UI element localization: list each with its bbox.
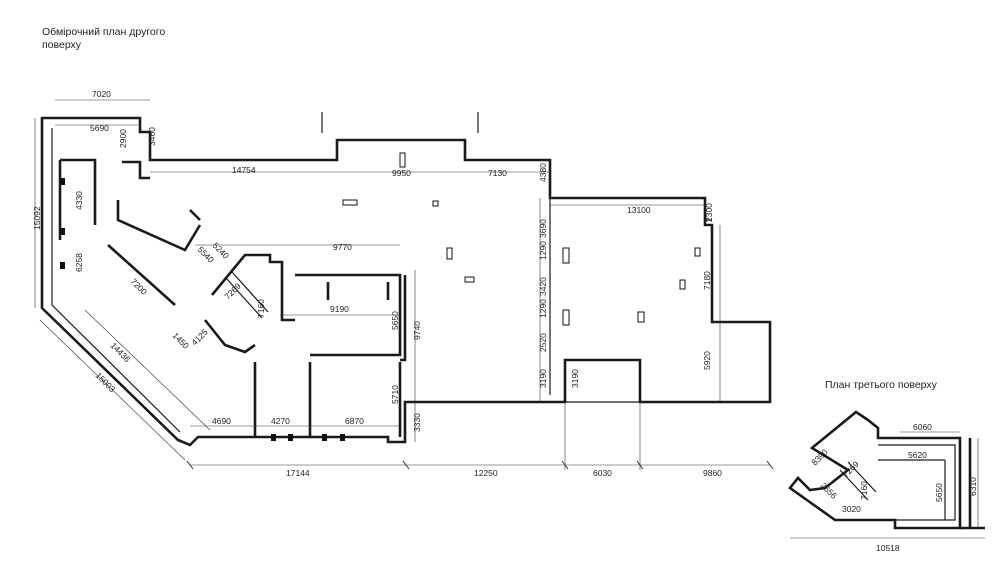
dim-3460: 3460: [147, 127, 157, 146]
dim-7180: 7180: [702, 271, 712, 290]
dim-3190-a: 3190: [538, 369, 548, 388]
dimension-lines: [34, 99, 774, 470]
dim-6870: 6870: [345, 416, 364, 426]
dim-10518: 10518: [876, 543, 900, 553]
dim-1450: 1450: [171, 330, 192, 351]
dim-4330: 4330: [74, 191, 84, 210]
dim-12250: 12250: [474, 468, 498, 478]
dim-9770: 9770: [333, 242, 352, 252]
dim-7130: 7130: [488, 168, 507, 178]
dim-7020: 7020: [92, 89, 111, 99]
dim-3330: 3330: [412, 413, 422, 432]
dim-5920: 5920: [702, 351, 712, 370]
columns: [60, 152, 701, 441]
dim-5650: 5650: [390, 311, 400, 330]
dim-5710: 5710: [390, 385, 400, 404]
dim-15092: 15092: [32, 206, 42, 230]
plan-title-second-floor: Обмірочний план другого поверху: [42, 26, 166, 51]
dim-17144: 17144: [286, 468, 310, 478]
dim-4270: 4270: [271, 416, 290, 426]
dim-9950: 9950: [392, 168, 411, 178]
dim-3190-b: 3190: [570, 369, 580, 388]
third-floor-dimensions: 8390 6060 5620 7269 7160 2656 5650 6310 …: [809, 422, 978, 553]
plan-title-third-floor: План третього поверху: [825, 379, 937, 391]
dim-4690: 4690: [212, 416, 231, 426]
dim-2300: 2300: [704, 203, 714, 222]
dim-5650-third: 5650: [934, 483, 944, 502]
dim-15003: 15003: [94, 370, 118, 394]
dim-14436: 14436: [109, 340, 133, 364]
dim-6060: 6060: [913, 422, 932, 432]
second-floor-dimensions: 7020 5690 2900 3460 14754 9950 7130 4380…: [32, 89, 722, 478]
dim-14754: 14754: [232, 165, 256, 175]
dim-2520: 2520: [538, 333, 548, 352]
dim-4380: 4380: [538, 163, 548, 182]
dim-7269-third: 7269: [840, 459, 861, 480]
dim-6030: 6030: [593, 468, 612, 478]
second-floor-walls: [40, 112, 772, 447]
dim-2656: 2656: [819, 480, 840, 501]
dim-2900: 2900: [118, 129, 128, 148]
dim-4125: 4125: [189, 327, 210, 348]
dim-7160: 7160: [256, 299, 266, 318]
dim-1290-b: 1290: [538, 299, 548, 318]
dim-9190: 9190: [330, 304, 349, 314]
dim-7269: 7269: [222, 281, 243, 302]
third-floor-walls: [788, 410, 985, 539]
dim-3420: 3420: [538, 277, 548, 296]
dim-5690: 5690: [90, 123, 109, 133]
dim-9740: 9740: [412, 321, 422, 340]
dim-6258: 6258: [74, 253, 84, 272]
dim-1290-a: 1290: [538, 241, 548, 260]
dim-3020: 3020: [842, 504, 861, 514]
dim-6310: 6310: [968, 477, 978, 496]
dim-13100: 13100: [627, 205, 651, 215]
dim-7160-third: 7160: [859, 481, 869, 500]
dim-3690: 3690: [538, 219, 548, 238]
dim-9860: 9860: [703, 468, 722, 478]
dim-5620: 5620: [908, 450, 927, 460]
